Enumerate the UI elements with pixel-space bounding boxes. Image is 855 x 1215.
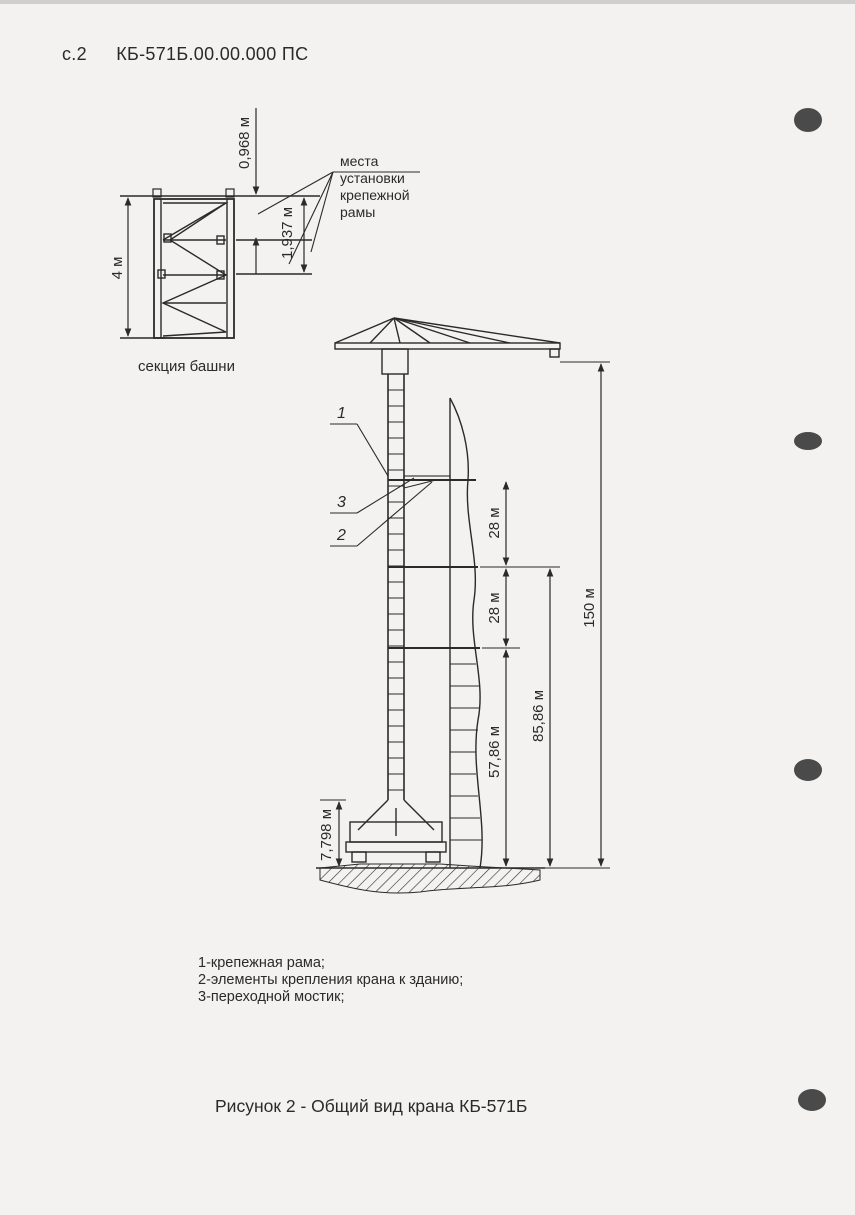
dim-top-offset-label: 0,968 м — [236, 117, 253, 169]
legend: 1-крепежная рама; 2-элементы крепления к… — [198, 955, 463, 1006]
mount-note: места установки крепежной рамы — [257, 153, 420, 265]
dim-total-height: 150 м — [581, 363, 605, 867]
page-edge — [0, 0, 855, 4]
tower-section-detail — [120, 188, 320, 339]
legend-item: 1-крепежная рама; — [198, 955, 325, 971]
mast-rungs — [388, 389, 404, 791]
dim-mid-offset: 1,937 м — [279, 197, 308, 273]
binder-holes — [794, 108, 826, 1111]
dim-span-1: 28 м — [486, 481, 510, 566]
mount-note-line-3: крепежной — [340, 187, 410, 203]
page-header: с.2 КБ-571Б.00.00.000 ПС — [62, 44, 308, 65]
crane-base — [345, 799, 447, 863]
dim-lower: 85,86 м — [530, 568, 554, 867]
mount-note-line-2: установки — [340, 170, 405, 186]
legend-item: 2-элементы крепления крана к зданию; — [198, 972, 464, 988]
dim-first-tie-label: 57,86 м — [486, 726, 503, 778]
mount-note-line-1: места — [340, 153, 379, 169]
dim-base: 7,798 м — [318, 801, 343, 867]
callout-1: 1 — [337, 405, 346, 422]
dim-base-label: 7,798 м — [318, 809, 335, 861]
dim-extensions — [320, 361, 610, 869]
building-floors — [450, 663, 482, 841]
dim-mid-offset-label: 1,937 м — [279, 207, 296, 259]
callout-2: 2 — [336, 527, 346, 544]
figure-caption: Рисунок 2 - Общий вид крана КБ-571Б — [215, 1096, 528, 1116]
callouts — [330, 423, 433, 547]
page-number: с.2 — [62, 44, 87, 64]
transition-bridge — [403, 475, 451, 489]
dim-span-2-label: 28 м — [486, 592, 503, 623]
dim-lower-label: 85,86 м — [530, 690, 547, 742]
building — [449, 397, 483, 869]
legend-item: 3-переходной мостик; — [198, 989, 345, 1005]
document-code: КБ-571Б.00.00.000 ПС — [116, 44, 309, 64]
dim-span-1-label: 28 м — [486, 507, 503, 538]
crane-ties — [388, 479, 480, 649]
dim-section-height: 4 м — [109, 197, 132, 337]
dim-total-height-label: 150 м — [581, 588, 598, 628]
tower-section-caption: секция башни — [138, 358, 235, 375]
dim-span-2: 28 м — [486, 568, 510, 647]
callout-3: 3 — [337, 494, 346, 511]
mount-note-line-4: рамы — [340, 204, 375, 220]
dim-first-tie: 57,86 м — [486, 649, 510, 867]
crane — [334, 317, 561, 800]
dim-top-offset: 0,968 м — [236, 108, 260, 274]
dim-section-height-label: 4 м — [109, 257, 126, 280]
